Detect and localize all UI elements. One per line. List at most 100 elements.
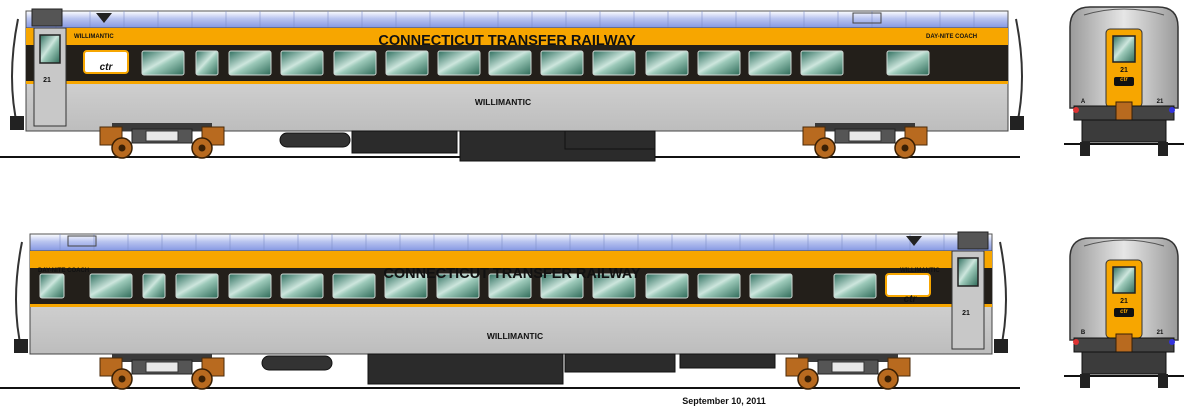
top-window-0 bbox=[141, 50, 185, 76]
end-logo-bottom: ctr bbox=[1120, 309, 1128, 315]
car-end-view-bottom bbox=[1064, 237, 1184, 388]
bottom-underframe-box-1 bbox=[564, 353, 676, 373]
top-window-10 bbox=[645, 50, 689, 76]
bottom-window-1 bbox=[89, 273, 133, 299]
bottom-truck-a-truck-bolster bbox=[112, 354, 212, 362]
top-truck-a-axle-1 bbox=[198, 144, 206, 152]
bottom-window-8 bbox=[436, 273, 480, 299]
top-logo-box bbox=[83, 50, 129, 74]
bottom-end-wheel-right bbox=[1158, 374, 1168, 388]
end-logo-top: ctr bbox=[1120, 77, 1128, 83]
top-window-11 bbox=[697, 50, 741, 76]
railway-name-bottom: CONNECTICUT TRANSFER RAILWAY bbox=[383, 266, 641, 282]
bottom-underframe-box-2 bbox=[679, 353, 776, 369]
bottom-end-truck bbox=[1081, 351, 1167, 375]
small-label-right-bottom: WILLIMANTIC bbox=[900, 268, 940, 274]
top-truck-b-axle-0 bbox=[821, 144, 829, 152]
bottom-roof bbox=[29, 233, 993, 252]
bottom-air-tank bbox=[261, 355, 333, 371]
bottom-underframe-box-0 bbox=[367, 353, 564, 385]
top-truck-b-axle-1 bbox=[901, 144, 909, 152]
top-door-window bbox=[39, 34, 61, 64]
car-name-top: WILLIMANTIC bbox=[475, 97, 531, 107]
drawing-date: September 10, 2011 bbox=[682, 396, 766, 406]
bottom-window-13 bbox=[697, 273, 741, 299]
top-window-8 bbox=[540, 50, 584, 76]
bottom-window-12 bbox=[645, 273, 689, 299]
top-end-wheel-left bbox=[1080, 142, 1090, 156]
end-letter-top: A bbox=[1081, 99, 1086, 105]
logo-text-top: ctr bbox=[100, 62, 114, 73]
top-roof-vent bbox=[31, 8, 63, 27]
top-underframe-box-0 bbox=[351, 130, 458, 154]
bottom-truck-a-axle-0 bbox=[118, 375, 126, 383]
bottom-window-14 bbox=[749, 273, 793, 299]
bottom-truck-b-axle-1 bbox=[884, 375, 892, 383]
bottom-end-door-window bbox=[1112, 266, 1136, 294]
top-coupler-right bbox=[1010, 116, 1024, 130]
top-window-7 bbox=[488, 50, 532, 76]
bottom-end-roofline bbox=[1083, 239, 1165, 247]
bottom-door-window bbox=[957, 257, 979, 287]
bottom-window-9 bbox=[488, 273, 532, 299]
bottom-truck-b-truck-bolster bbox=[798, 354, 898, 362]
bottom-coupler-right bbox=[994, 339, 1008, 353]
bottom-end-logo-plate bbox=[1114, 308, 1134, 317]
railway-name-top: CONNECTICUT TRANSFER RAILWAY bbox=[378, 33, 636, 49]
small-label-left-top: WILLIMANTIC bbox=[74, 34, 114, 40]
top-air-tank bbox=[279, 132, 351, 148]
end-door-number-bottom: 21 bbox=[1120, 298, 1128, 305]
bottom-diaphragm-right bbox=[999, 241, 1007, 353]
bottom-end-wheel-left bbox=[1080, 374, 1090, 388]
bottom-window-11 bbox=[592, 273, 636, 299]
top-end-truck bbox=[1081, 119, 1167, 143]
bottom-marker-right-blue bbox=[1169, 339, 1175, 345]
top-window-9 bbox=[592, 50, 636, 76]
top-truck-a-axle-0 bbox=[118, 144, 126, 152]
top-end-roofline bbox=[1083, 8, 1165, 16]
bottom-letterboard bbox=[30, 251, 992, 268]
top-window-3 bbox=[280, 50, 324, 76]
bottom-window-2 bbox=[142, 273, 166, 299]
car-number-bottom: 21 bbox=[962, 310, 970, 317]
bottom-truck-b-truck-spring bbox=[831, 361, 865, 373]
small-label-left-bottom: DAY-NITE COACH bbox=[38, 268, 89, 274]
top-end-wheel-right bbox=[1158, 142, 1168, 156]
top-truck-b-truck-spring bbox=[848, 130, 882, 142]
top-letterboard bbox=[26, 28, 1008, 45]
car-number-top: 21 bbox=[43, 77, 51, 84]
bottom-logo-box bbox=[885, 273, 931, 297]
bottom-diaphragm-left bbox=[15, 241, 23, 353]
bottom-window-4 bbox=[228, 273, 272, 299]
bottom-marker-left-red bbox=[1073, 339, 1079, 345]
top-marker-left-red bbox=[1073, 107, 1079, 113]
end-letter-bottom: B bbox=[1081, 330, 1086, 336]
bottom-window-5 bbox=[280, 273, 324, 299]
top-end-door-window bbox=[1112, 35, 1136, 63]
bottom-roof-vent bbox=[957, 231, 989, 250]
bottom-window-3 bbox=[175, 273, 219, 299]
bottom-window-10 bbox=[540, 273, 584, 299]
end-side-number-bottom: 21 bbox=[1157, 330, 1164, 336]
top-truck-a-truck-spring bbox=[145, 130, 179, 142]
car-end-view-top bbox=[1064, 6, 1184, 156]
bottom-window-6 bbox=[332, 273, 376, 299]
small-label-right-top: DAY-NITE COACH bbox=[926, 34, 977, 40]
bottom-roof-ladder bbox=[67, 235, 97, 247]
car-name-bottom: WILLIMANTIC bbox=[487, 331, 543, 341]
top-truck-a-truck-bolster bbox=[112, 123, 212, 131]
bottom-truck-a-truck-spring bbox=[145, 361, 179, 373]
top-coupler-left bbox=[10, 116, 24, 130]
bottom-pinstripe bbox=[30, 304, 992, 307]
bottom-truck-a-axle-1 bbox=[198, 375, 206, 383]
top-diaphragm-left bbox=[11, 18, 19, 130]
top-diaphragm-right bbox=[1015, 18, 1023, 130]
bottom-coupler-left bbox=[14, 339, 28, 353]
top-window-14 bbox=[886, 50, 930, 76]
bottom-window-15 bbox=[833, 273, 877, 299]
top-end-logo-plate bbox=[1114, 77, 1134, 86]
end-door-number-top: 21 bbox=[1120, 67, 1128, 74]
top-window-4 bbox=[333, 50, 377, 76]
top-underframe-box-2 bbox=[564, 130, 656, 150]
